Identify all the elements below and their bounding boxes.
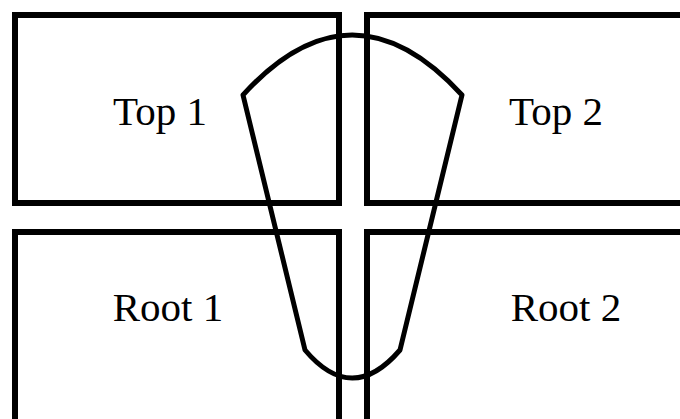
box-label: Top 2 xyxy=(509,89,603,134)
labelled-box: Root 1 xyxy=(12,229,342,419)
plant-outline xyxy=(243,35,462,378)
box-label: Root 1 xyxy=(113,285,224,330)
labelled-box: Top 1 xyxy=(12,12,342,206)
labelled-box: Top 2 xyxy=(364,12,680,206)
box-label: Root 2 xyxy=(511,285,622,330)
labelled-box: Root 2 xyxy=(364,229,680,419)
box-label: Top 1 xyxy=(113,89,207,134)
